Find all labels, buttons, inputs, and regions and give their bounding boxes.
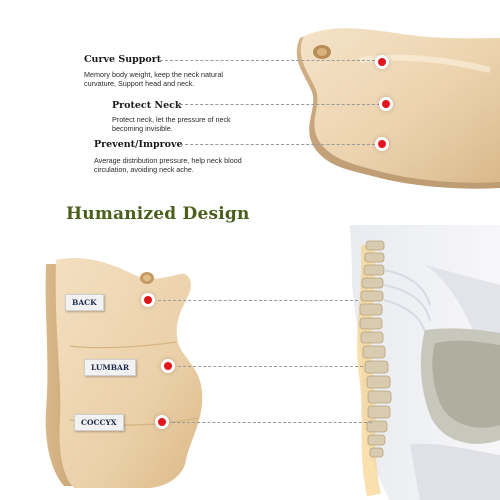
feature-desc-line: circulation, avoiding neck ache. <box>94 165 194 174</box>
feature-desc-line: Memory body weight, keep the neck natura… <box>84 70 224 79</box>
leader-line-coccyx <box>172 422 372 423</box>
pressure-point-dot <box>378 58 386 66</box>
leader-line-curve-support <box>160 60 375 61</box>
pressure-point-dot <box>382 100 390 108</box>
feature-desc-line: Protect neck, let the pressure of neck <box>112 115 231 124</box>
feature-title-curve-support: Curve Support <box>84 54 162 65</box>
feature-desc-protect-neck: Protect neck, let the pressure of neck b… <box>112 115 231 133</box>
pressure-point-dot <box>158 418 166 426</box>
feature-desc-line: Average distribution pressure, help neck… <box>94 156 242 165</box>
label-coccyx: COCCYX <box>74 414 124 431</box>
leader-line-lumbar <box>178 366 363 367</box>
pressure-point-dot <box>144 296 152 304</box>
spine-anatomy-illustration <box>350 225 500 500</box>
feature-desc-line: becoming invisible. <box>112 124 173 133</box>
pressure-point-dot <box>378 140 386 148</box>
leader-line-back <box>158 300 358 301</box>
feature-title-prevent-improve: Prevent/Improve <box>94 139 183 150</box>
label-lumbar: LUMBAR <box>84 359 137 376</box>
feature-desc-line: curvature, Support head and neck. <box>84 79 195 88</box>
feature-desc-prevent-improve: Average distribution pressure, help neck… <box>94 156 242 174</box>
feature-title-protect-neck: Protect Neck <box>112 100 182 111</box>
label-back: BACK <box>65 294 104 311</box>
leader-line-prevent-improve <box>180 144 375 145</box>
section-headline: Humanized Design <box>66 204 250 224</box>
feature-desc-curve-support: Memory body weight, keep the neck natura… <box>84 70 223 88</box>
neck-pillow-illustration <box>296 28 500 189</box>
pressure-point-dot <box>164 362 172 370</box>
leader-line-protect-neck <box>180 104 380 105</box>
